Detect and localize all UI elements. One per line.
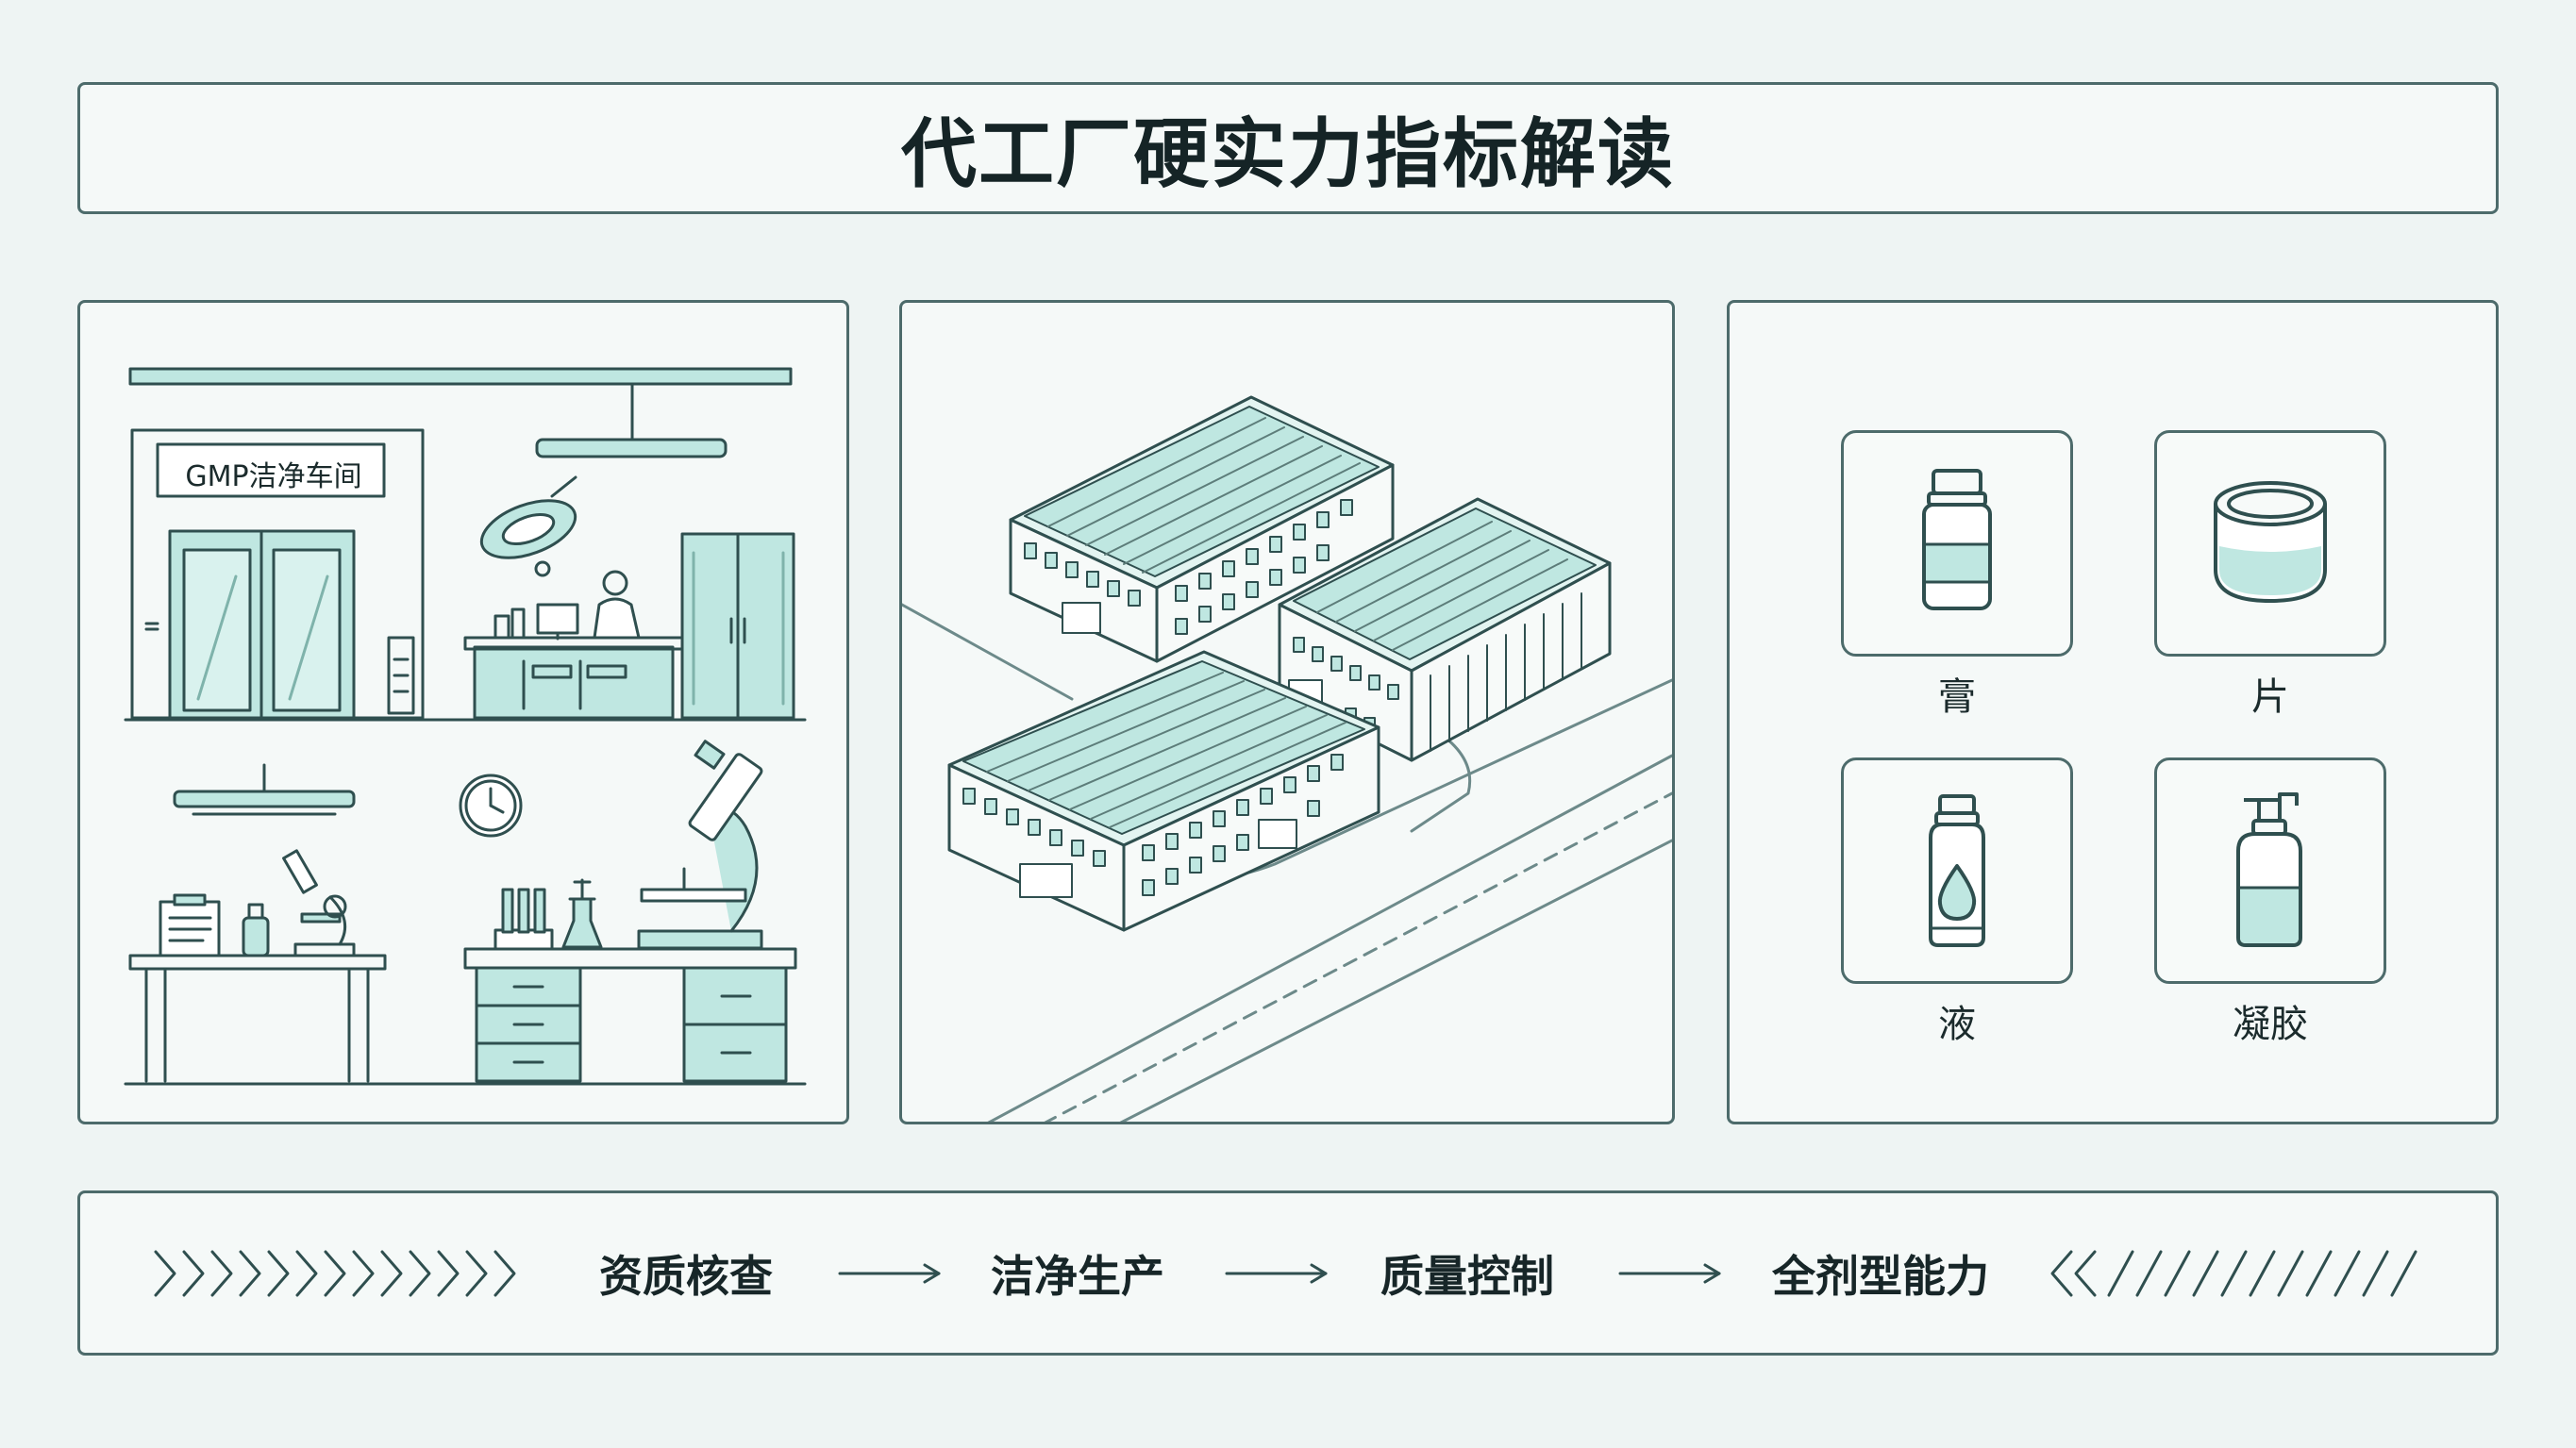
process-step-quality-control: 质量控制: [1380, 1250, 1554, 1302]
process-flow-bar: 资质核查 洁净生产 质量控制 全剂型能力: [77, 1190, 2499, 1356]
dosage-form-card-cream: [1841, 430, 2073, 657]
arrow-right-icon: [1618, 1263, 1721, 1284]
factory-building-b: [1278, 497, 1612, 762]
dosage-form-label: 片: [2251, 675, 2289, 719]
droplet-bottle-icon: [1929, 794, 1985, 947]
dosage-form-label: 膏: [1938, 675, 1976, 719]
process-decorations: [154, 1250, 2417, 1297]
factory-buildings-illustration: [902, 395, 1672, 1122]
arrow-right-icon: [838, 1263, 941, 1284]
dosage-form-card-gel: [2154, 757, 2386, 984]
factory-building-a: [1009, 395, 1395, 663]
title-banner: 代工厂硬实力指标解读: [77, 82, 2499, 214]
process-step-qualification: 资质核查: [599, 1250, 773, 1302]
process-step-full-dosage: 全剂型能力: [1772, 1250, 1989, 1302]
gmp-lab-panel: GMP洁净车间: [77, 300, 849, 1124]
chevron-left-icon: [2050, 1250, 2097, 1297]
hatch-decoration: [2107, 1250, 2417, 1297]
factory-panel: [899, 300, 1675, 1124]
dosage-form-card-liquid: [1841, 757, 2073, 984]
bottle-icon: [1922, 469, 1992, 610]
dosage-forms-panel: 膏 片 液: [1727, 300, 2499, 1124]
dosage-form-label: 凝胶: [2233, 1003, 2308, 1046]
factory-building-c: [947, 650, 1380, 932]
process-step-clean-production: 洁净生产: [991, 1250, 1164, 1302]
gmp-sign-label: GMP洁净车间: [185, 459, 362, 493]
pump-bottle-icon: [2236, 792, 2302, 947]
arrow-right-icon: [1225, 1263, 1328, 1284]
chevron-right-icon: [154, 1250, 516, 1297]
page-title: 代工厂硬实力指标解读: [901, 110, 1675, 198]
dosage-form-label: 液: [1938, 1003, 1976, 1046]
jar-icon: [2214, 481, 2327, 603]
dosage-form-card-tablet: [2154, 430, 2386, 657]
gmp-lab-illustration: [124, 367, 807, 1086]
